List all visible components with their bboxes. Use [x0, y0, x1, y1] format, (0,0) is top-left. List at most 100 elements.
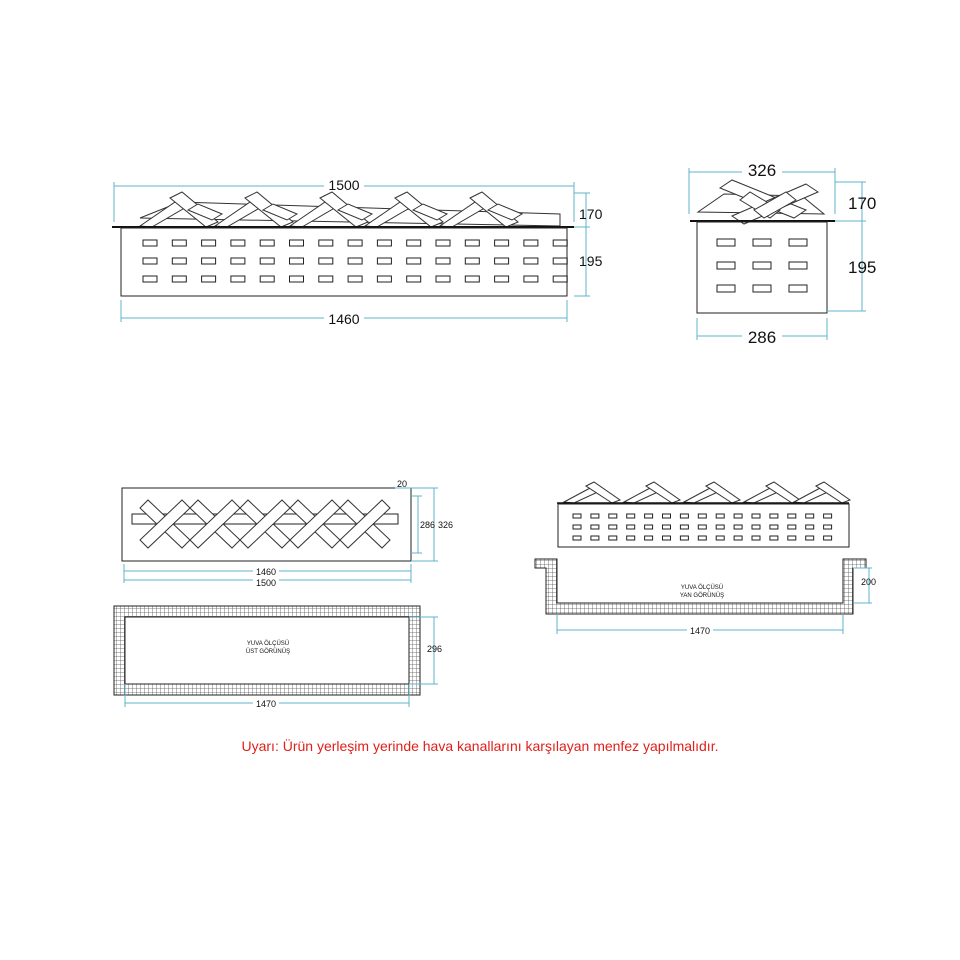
side-slots	[716, 238, 808, 293]
log	[644, 481, 682, 504]
side-dim-heights: 170 195	[827, 181, 876, 312]
vent-slot	[230, 257, 246, 265]
niche-top-dim-width: 1470	[124, 684, 410, 709]
top-outer-frame	[121, 487, 412, 562]
niche-top-dim-depth: 296	[409, 616, 442, 685]
top-dim-edge: 20	[395, 479, 411, 489]
top-width-inner: 1460	[256, 567, 276, 577]
vent-slot	[435, 275, 451, 283]
vent-slot	[679, 513, 689, 519]
vent-slot	[494, 239, 510, 247]
vent-slot	[823, 524, 833, 530]
side-body	[696, 221, 828, 314]
vent-slot	[318, 239, 334, 247]
log	[339, 499, 391, 549]
log	[814, 481, 852, 504]
vent-slot	[201, 239, 217, 247]
vent-slot	[608, 535, 618, 541]
side-dim-286: 286	[696, 318, 828, 347]
top-depth-inner: 286	[420, 520, 435, 530]
side-height-body: 195	[848, 258, 876, 277]
vent-slot	[406, 257, 422, 265]
top-view: 20 286 326 1460 1500	[121, 479, 453, 588]
vent-slot	[733, 524, 743, 530]
vent-slot	[376, 257, 392, 265]
vent-slot	[752, 238, 772, 247]
vent-slot	[201, 257, 217, 265]
vent-slot	[552, 239, 568, 247]
vent-slot	[552, 275, 568, 283]
vent-slot	[716, 261, 736, 270]
vent-slot	[572, 535, 582, 541]
vent-slot	[769, 524, 779, 530]
vent-slot	[376, 239, 392, 247]
front-width-total: 1500	[328, 177, 359, 193]
log	[336, 203, 374, 221]
niche-side-label-1: YUVA ÖLÇÜSÜ	[681, 584, 723, 591]
side-view: 326 170 195 286	[688, 160, 876, 347]
vent-slot	[662, 524, 671, 530]
warning-text: Uyarı: Ürün yerleşim yerinde hava kanall…	[242, 737, 719, 754]
vent-slot	[289, 275, 304, 283]
niche-top-width: 1470	[256, 699, 276, 709]
niche-side-height: 200	[861, 577, 876, 587]
vent-slot	[805, 535, 815, 541]
vent-slot	[733, 513, 743, 519]
vent-slot	[787, 535, 797, 541]
front-height-body: 195	[579, 253, 603, 269]
vent-slot	[590, 524, 600, 530]
side-logs	[696, 179, 826, 225]
vent-slot	[823, 513, 833, 519]
side-width-body: 286	[748, 328, 776, 347]
vent-slot	[662, 535, 671, 541]
vent-slot	[787, 524, 797, 530]
vent-slot	[805, 524, 815, 530]
vent-slot	[608, 513, 618, 519]
vent-slot	[230, 239, 246, 247]
small-logs	[562, 481, 852, 504]
vent-slot	[787, 513, 797, 519]
niche-top-label-2: ÜST GÖRÜNÜŞ	[246, 648, 290, 655]
vent-slot	[644, 524, 654, 530]
log	[186, 203, 224, 221]
vent-slot	[259, 275, 275, 283]
vent-slot	[259, 257, 275, 265]
niche-side-label-2: YAN GÖRÜNÜŞ	[680, 592, 724, 599]
front-slots	[142, 239, 568, 283]
side-height-logs: 170	[848, 194, 876, 213]
top-edge-value: 20	[397, 479, 407, 489]
vent-slot	[318, 257, 334, 265]
vent-slot	[697, 535, 707, 541]
vent-slot	[751, 535, 761, 541]
vent-slot	[435, 257, 451, 265]
log	[261, 203, 299, 221]
vent-slot	[406, 239, 422, 247]
vent-slot	[788, 238, 808, 247]
vent-slot	[552, 257, 568, 265]
vent-slot	[679, 535, 689, 541]
vent-slot	[644, 535, 654, 541]
vent-slot	[347, 257, 363, 265]
vent-slot	[769, 535, 779, 541]
vent-slot	[644, 513, 654, 519]
vent-slot	[715, 513, 725, 519]
niche-side-width: 1470	[690, 626, 710, 636]
vent-slot	[805, 513, 815, 519]
vent-slot	[788, 261, 808, 270]
vent-slot	[259, 239, 275, 247]
vent-slot	[590, 513, 600, 519]
vent-slot	[523, 239, 539, 247]
vent-slot	[318, 275, 334, 283]
vent-slot	[788, 284, 808, 293]
vent-slot	[201, 275, 217, 283]
front-dim-1500: 1500	[113, 177, 575, 222]
vent-slot	[142, 239, 158, 247]
niche-top-view: YUVA ÖLÇÜSÜ ÜST GÖRÜNÜŞ 296 1470	[113, 605, 442, 709]
vent-slot	[733, 535, 743, 541]
front-height-logs: 170	[579, 206, 603, 222]
vent-slot	[347, 239, 363, 247]
log	[289, 499, 341, 549]
vent-slot	[626, 513, 636, 519]
vent-slot	[590, 535, 600, 541]
